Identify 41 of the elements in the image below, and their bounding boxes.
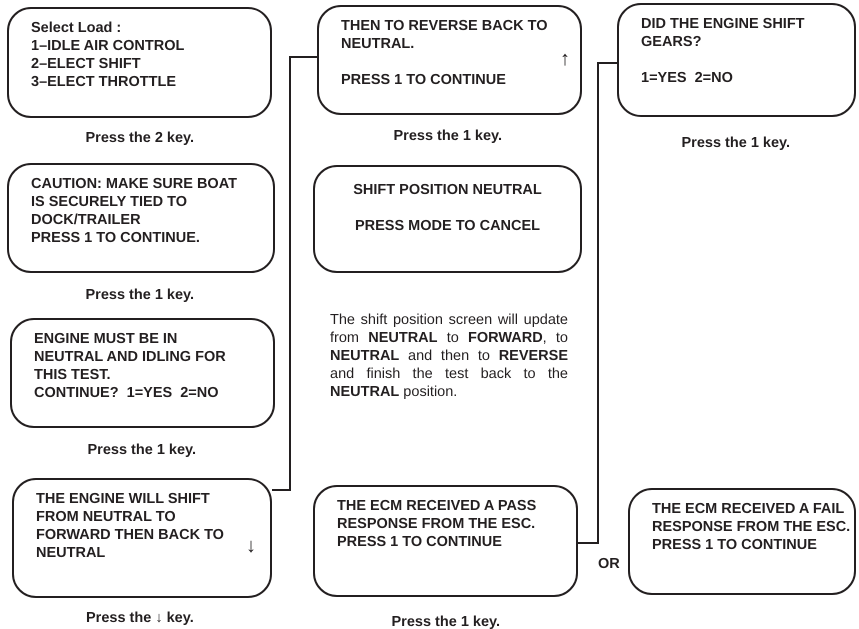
screen-text: 3–ELECT THROTTLE bbox=[31, 73, 178, 91]
arrow-symbol: ↑ bbox=[560, 49, 570, 69]
screen-text: THE ENGINE WILL SHIFT FROM NEUTRAL TO FORWARD THEN BACK TO NEUTRAL bbox=[36, 490, 225, 562]
connector-line bbox=[272, 56, 317, 491]
instruction-text: Press the 1 key. bbox=[86, 287, 194, 303]
branch-label: OR bbox=[598, 555, 621, 573]
screen-box bbox=[317, 5, 582, 115]
screen-text: ENGINE MUST BE IN NEUTRAL AND IDLING FOR THIS TEST. bbox=[34, 330, 227, 384]
screen-box bbox=[628, 488, 856, 595]
screen-box bbox=[10, 318, 275, 428]
description-text: The shift position screen will update from NEUTRAL to FORWARD, to NEUTRAL and then to REVERSE and finish the test back to the NEUTRAL position. bbox=[330, 311, 568, 401]
screen-text: CONTINUE? 1=YES 2=NO bbox=[34, 384, 220, 402]
screen-box bbox=[617, 3, 856, 117]
connector-line bbox=[578, 62, 617, 544]
screen-text: 1=YES 2=NO bbox=[641, 69, 734, 87]
screen-text: DID THE ENGINE SHIFT GEARS? bbox=[641, 15, 806, 51]
instruction-text: Press the 2 key. bbox=[86, 130, 194, 146]
screen-box bbox=[313, 485, 578, 597]
screen-text: PRESS 1 TO CONTINUE bbox=[337, 533, 503, 551]
screen-text: THE ECM RECEIVED A FAIL RESPONSE FROM THE ESC. bbox=[652, 500, 852, 536]
screen-text: Select Load : bbox=[31, 19, 122, 37]
screen-text: THEN TO REVERSE BACK TO NEUTRAL. bbox=[341, 17, 549, 53]
screen-text: PRESS 1 TO CONTINUE. bbox=[31, 229, 201, 247]
screen-text: PRESS 1 TO CONTINUE bbox=[341, 71, 507, 89]
screen-text: THE ECM RECEIVED A PASS RESPONSE FROM THE ESC. bbox=[337, 497, 538, 533]
screen-box bbox=[7, 163, 275, 273]
instruction-text: Press the 1 key. bbox=[88, 442, 196, 458]
instruction-text: Press the ↓ key. bbox=[86, 610, 194, 626]
arrow-symbol: ↓ bbox=[246, 536, 256, 556]
instruction-text: Press the 1 key. bbox=[392, 614, 500, 629]
screen-box bbox=[12, 478, 272, 598]
screen-text: CAUTION: MAKE SURE BOAT IS SECURELY TIED TO DOCK/TRAILER bbox=[31, 175, 238, 229]
instruction-text: Press the 1 key. bbox=[394, 128, 502, 144]
screen-text: PRESS MODE TO CANCEL bbox=[354, 217, 542, 235]
screen-box bbox=[313, 165, 582, 273]
screen-text: SHIFT POSITION NEUTRAL bbox=[352, 181, 543, 199]
screen-text: 2–ELECT SHIFT bbox=[31, 55, 142, 73]
screen-box bbox=[7, 7, 272, 118]
screen-text: PRESS 1 TO CONTINUE bbox=[652, 536, 818, 554]
instruction-text: Press the 1 key. bbox=[682, 135, 790, 151]
screen-text: 1–IDLE AIR CONTROL bbox=[31, 37, 186, 55]
